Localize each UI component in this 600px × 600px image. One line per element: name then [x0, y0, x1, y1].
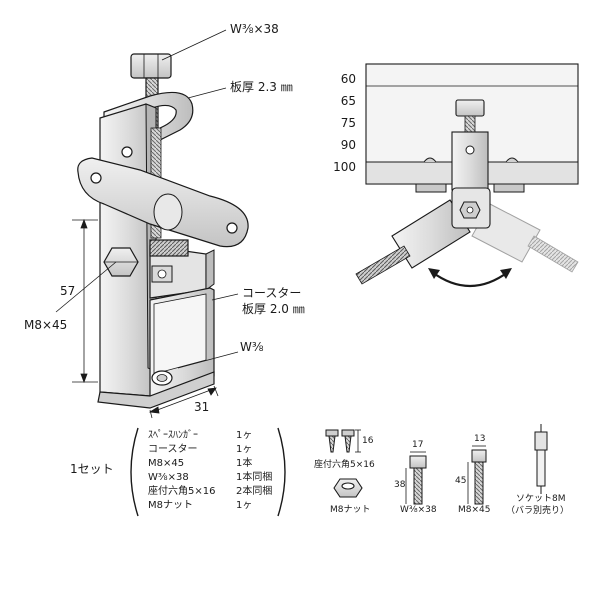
leader-lines [55, 29, 239, 369]
scale-value: 100 [333, 160, 356, 174]
part-screws [325, 429, 361, 453]
rotation-arrow [431, 271, 509, 288]
part-bolt-m8 [467, 445, 487, 505]
set-list-item-name: M8×45 [148, 458, 185, 469]
bracket-bottom-plate [97, 371, 215, 409]
plate-hole [121, 146, 133, 158]
label-bottom-bolt: W⅜ [240, 340, 264, 354]
label-socket: ソケット8M [516, 494, 566, 504]
label-screw-dim: 16 [362, 436, 374, 446]
scale-value: 60 [340, 72, 356, 86]
caster-hole-left [90, 172, 102, 184]
label-nut: M8ナット [330, 505, 371, 515]
top-bolt-head [130, 53, 172, 79]
label-bolt-m8: M8×45 [458, 505, 491, 515]
label-screw: 座付六角5×16 [314, 460, 375, 470]
set-list-item-name: M8ナット [148, 500, 193, 511]
label-caster: コースター [242, 286, 302, 300]
label-bolt-w: W⅜×38 [400, 505, 437, 515]
label-plate-thickness: 板厚 2.3 ㎜ [230, 80, 293, 94]
label-side-bolt: M8×45 [24, 318, 68, 332]
dim-height [72, 218, 98, 384]
set-list-item-qty: 2本同梱 [236, 486, 273, 497]
label-height-dim: 57 [60, 284, 76, 298]
side-bolt-thread [149, 239, 189, 257]
part-nut [333, 478, 363, 498]
set-list-item-qty: 1ヶ [236, 430, 253, 441]
set-list-item-qty: 1本同梱 [236, 472, 273, 483]
caster-dome [153, 193, 183, 231]
swivel-figure [355, 63, 579, 288]
label-width-dim: 31 [194, 400, 210, 414]
swivel-thread [355, 245, 411, 285]
label-bolt-m8-top: 13 [474, 434, 486, 444]
set-list-heading: 1セット [70, 462, 114, 476]
label-top-bolt: W⅜×38 [230, 22, 279, 36]
set-list-brackets [130, 427, 286, 517]
label-bolt-w-top: 17 [412, 440, 424, 450]
set-list-item-qty: 1本 [236, 458, 253, 469]
part-bolt-w [405, 451, 427, 505]
scale-value: 75 [340, 116, 356, 130]
part-socket [534, 424, 548, 494]
set-list-item-qty: 1ヶ [236, 444, 253, 455]
label-bolt-w-side: 38 [394, 480, 406, 490]
set-list-item-qty: 1ヶ [236, 500, 253, 511]
scale-value: 65 [340, 94, 356, 108]
set-list-item-name: ｽﾍﾟｰｽﾊﾝｶﾞｰ [148, 430, 198, 441]
dim-width [148, 385, 219, 419]
caster-hole-right [226, 222, 238, 234]
set-list-item-name: コースター [148, 444, 198, 455]
label-socket-note: （バラ別売り） [506, 506, 570, 516]
board-screws [415, 157, 525, 193]
label-bolt-m8-side: 45 [455, 476, 467, 486]
set-list-item-name: W⅜×38 [148, 472, 189, 483]
set-list-item-name: 座付六角5×16 [148, 486, 216, 497]
label-caster-thickness: 板厚 2.0 ㎜ [242, 302, 305, 316]
side-bolt [103, 239, 189, 277]
scale-value: 90 [340, 138, 356, 152]
